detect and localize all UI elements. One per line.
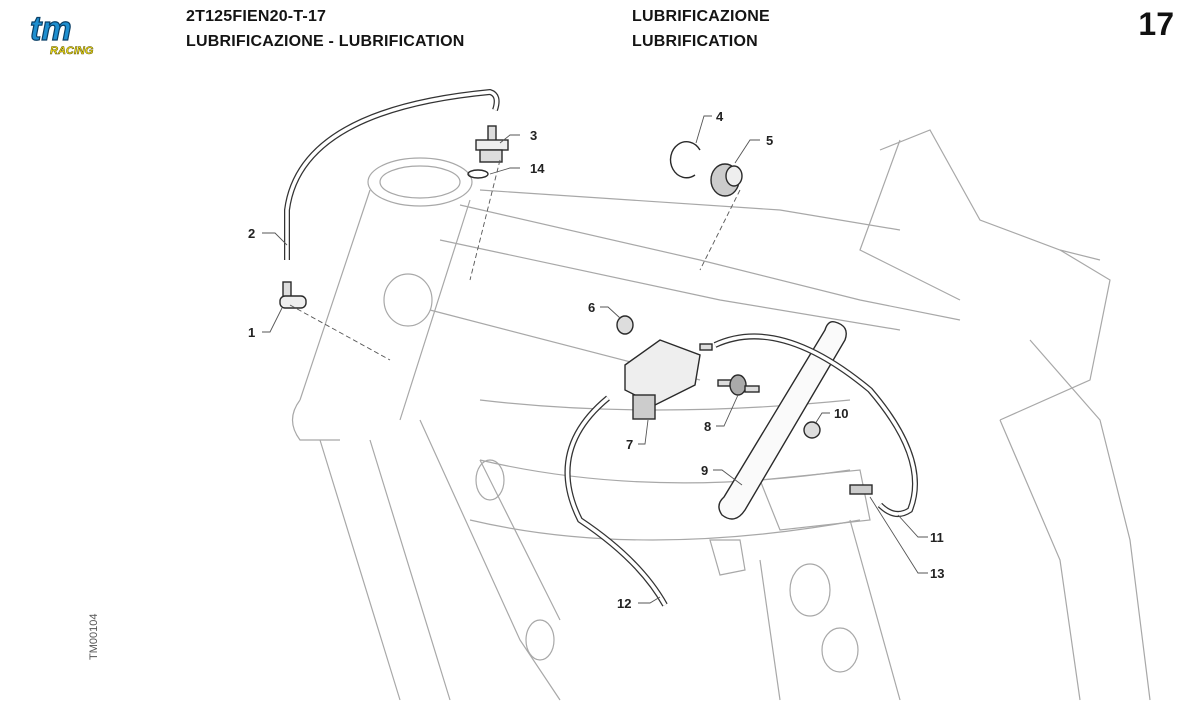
page-title: LUBRIFICAZIONE - LUBRIFICATION (186, 33, 465, 50)
brand-logo: tm RACING (26, 9, 126, 58)
section-title-english: LUBRIFICATION (632, 33, 758, 50)
document-code: 2T125FIEN20-T-17 (186, 8, 327, 25)
logo-subtext: RACING (50, 45, 94, 57)
callout-12: 12 (617, 596, 631, 611)
callout-7: 7 (626, 437, 633, 452)
bracket-part-9 (718, 320, 847, 520)
logo-mark: tm (30, 10, 72, 48)
callout-13: 13 (930, 566, 944, 581)
callout-9: 9 (701, 463, 708, 478)
section-title-italian: LUBRIFICAZIONE (632, 8, 770, 25)
elbow-fitting-part-1 (279, 281, 307, 309)
callout-5: 5 (766, 133, 773, 148)
fitting-part-13 (849, 484, 873, 495)
tm-racing-logo-icon: tm RACING (29, 9, 94, 57)
callout-8: 8 (704, 419, 711, 434)
drawing-reference-code: TM00104 (88, 613, 100, 660)
callout-3: 3 (530, 128, 537, 143)
exploded-parts-diagram: 1 2 3 4 5 6 7 8 9 10 11 12 13 14 (248, 88, 1151, 701)
nut-part-10 (803, 421, 821, 439)
motorcycle-frame (291, 129, 1151, 701)
callout-6: 6 (588, 300, 595, 315)
callout-2: 2 (248, 226, 255, 241)
circlip-part-4 (669, 141, 701, 179)
callout-1: 1 (248, 325, 255, 340)
callout-labels: 1 2 3 4 5 6 7 8 9 10 11 12 13 14 (248, 109, 944, 611)
hose-part-2 (284, 88, 500, 260)
parts (279, 88, 918, 607)
seal-part-5 (710, 163, 743, 197)
oil-pump-part-7 (624, 339, 713, 420)
callout-11: 11 (930, 530, 944, 545)
grommet-part-6 (616, 315, 634, 335)
callout-4: 4 (716, 109, 724, 124)
damper-part-8 (717, 374, 760, 396)
banjo-fitting-part-3 (475, 125, 509, 163)
callout-10: 10 (834, 406, 848, 421)
leader-lines (262, 115, 928, 604)
callout-14: 14 (530, 161, 545, 176)
o-ring-part-14 (467, 169, 489, 179)
page-number: 17 (1138, 6, 1174, 42)
